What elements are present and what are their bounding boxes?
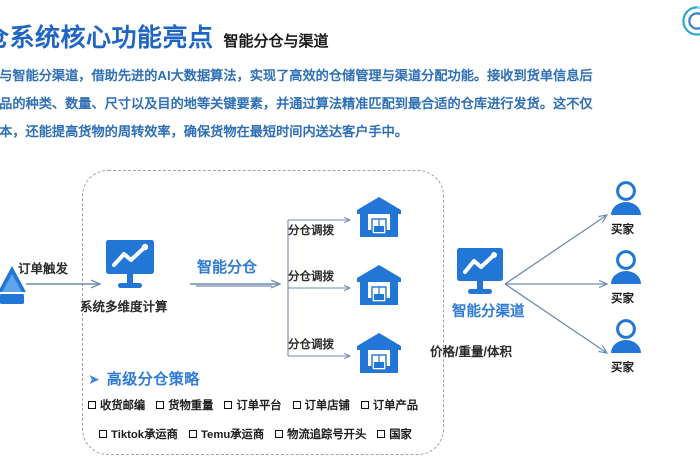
buyer-label-2: 买家: [611, 293, 634, 305]
transfer-label-1: 分仓调拨: [288, 225, 334, 237]
intro-paragraph: 仓与智能分渠道，借助先进的AI大数据算法，实现了高效的仓储管理与渠道分配功能。接…: [0, 62, 700, 146]
square-checkbox-icon[interactable]: [188, 430, 197, 438]
square-checkbox-icon[interactable]: [88, 401, 96, 409]
square-checkbox-icon[interactable]: [292, 401, 301, 409]
page-header: 仓系统核心功能亮点 智能分仓与渠道: [0, 18, 329, 54]
strategy-tag-label: 收货邮编: [100, 400, 146, 412]
strategy-tag-label: Temu承运商: [200, 429, 265, 441]
strategy-tag-row-1: 收货邮编 货物重量 订单平台 订单店铺 订单产品: [88, 397, 418, 413]
transfer-label-2: 分仓调拨: [288, 271, 334, 283]
strategy-tag[interactable]: 订单平台: [224, 397, 282, 413]
strategy-tag[interactable]: Temu承运商: [188, 426, 265, 442]
buyer-person-icon-2: [611, 250, 641, 284]
advanced-strategy-heading-label: 高级分仓策略: [106, 371, 200, 388]
square-checkbox-icon[interactable]: [275, 430, 284, 438]
intro-paragraph-line-2: 货品的种类、数量、尺寸以及目的地等关键要素，并通过算法精准匹配到最合适的仓库进行…: [0, 96, 593, 111]
strategy-tag-label: Tiktok承运商: [111, 429, 178, 441]
strategy-tag[interactable]: 订单产品: [360, 397, 419, 413]
buyer-person-icon-1: [611, 181, 641, 215]
advanced-strategy-heading: ➤ 高级分仓策略: [88, 368, 200, 389]
transfer-label-3: 分仓调拨: [288, 339, 334, 351]
strategy-tag-row-2: Tiktok承运商 Temu承运商 物流追踪号开头 国家: [99, 426, 412, 442]
buyer-person-icon-3: [611, 319, 641, 353]
square-checkbox-icon[interactable]: [99, 430, 107, 438]
strategy-tag-label: 货物重量: [168, 400, 214, 412]
strategy-tag[interactable]: 收货邮编: [88, 397, 145, 413]
intro-paragraph-line-3: 成本，还能提高货物的周转效率，确保货物在最短时间内送达客户手中。: [0, 124, 408, 139]
order-trigger-label: 订单触发: [18, 262, 69, 276]
strategy-tag-label: 物流追踪号开头: [287, 429, 367, 441]
monitor-chart-icon-channel: [457, 248, 503, 294]
arrow-channel-fanout: [504, 215, 607, 353]
strategy-tag[interactable]: 物流追踪号开头: [275, 426, 366, 442]
chevron-right-icon: ➤: [88, 370, 100, 387]
square-checkbox-icon[interactable]: [360, 401, 369, 409]
strategy-tag[interactable]: 订单店铺: [292, 397, 350, 413]
smart-split-label: 智能分仓: [197, 259, 258, 276]
compute-label: 系统多维度计算: [80, 300, 168, 314]
square-checkbox-icon[interactable]: [377, 430, 386, 438]
channel-criteria-label: 价格/重量/体积: [430, 345, 512, 359]
square-checkbox-icon[interactable]: [156, 401, 165, 409]
strategy-tag-label: 订单产品: [372, 400, 419, 412]
split-warehouse-group-container: [82, 170, 444, 455]
strategy-tag-label: 订单平台: [236, 400, 282, 412]
page-subtitle: 智能分仓与渠道: [223, 33, 329, 50]
page-title: 仓系统核心功能亮点: [0, 24, 214, 52]
square-checkbox-icon[interactable]: [224, 401, 233, 409]
strategy-tag-label: 国家: [389, 429, 412, 441]
channel-label: 智能分渠道: [452, 304, 525, 320]
strategy-tag[interactable]: 国家: [377, 426, 412, 442]
strategy-tag[interactable]: 货物重量: [156, 397, 213, 413]
intro-paragraph-line-1: 仓与智能分渠道，借助先进的AI大数据算法，实现了高效的仓储管理与渠道分配功能。接…: [0, 68, 593, 83]
circular-brand-logo-icon: [682, 6, 700, 36]
buyer-label-1: 买家: [611, 224, 634, 236]
strategy-tag[interactable]: Tiktok承运商: [99, 426, 178, 442]
strategy-tag-label: 订单店铺: [304, 400, 350, 412]
buyer-label-3: 买家: [611, 362, 634, 374]
